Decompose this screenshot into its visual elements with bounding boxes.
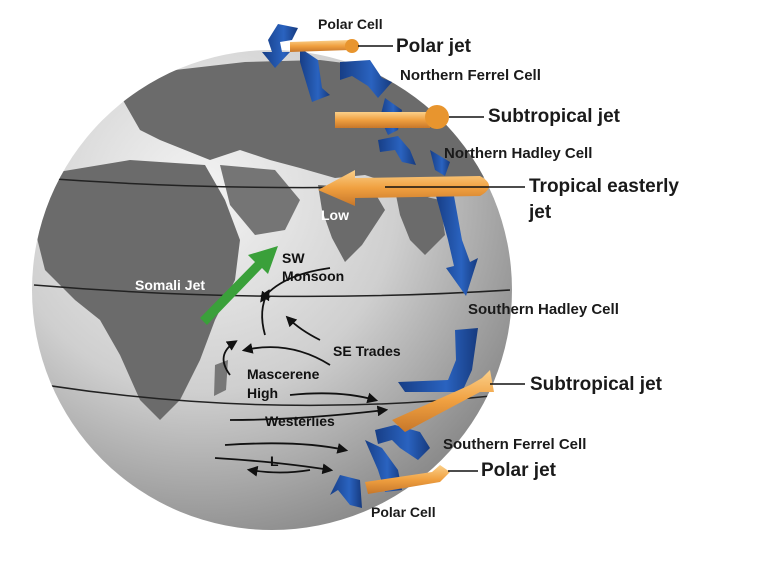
latitude-line-equator — [33, 284, 511, 298]
polar-jet-north-head — [345, 39, 359, 53]
label-low-south: L — [270, 453, 279, 469]
landmass-madagascar — [214, 360, 228, 396]
label-mascarene-high-line1: Mascerene — [247, 366, 320, 382]
label-se-trades: SE Trades — [333, 343, 401, 359]
wind-arrow — [289, 392, 379, 404]
subtropical-jet-south — [392, 370, 494, 432]
wind-arrow — [224, 442, 349, 454]
label-tropical-easterly-jet-line2: jet — [529, 202, 552, 223]
label-westerlies: Westerlies — [265, 413, 335, 429]
label-northern-ferrel-cell: Northern Ferrel Cell — [400, 67, 541, 84]
ferrel-cell-arrow-south-1 — [375, 425, 430, 460]
jet-streams — [290, 39, 525, 494]
polar-jet-north — [290, 40, 350, 52]
tropical-easterly-jet — [318, 170, 489, 206]
hadley-cell-arrow-north-2 — [430, 150, 450, 176]
label-polar-jet-bottom: Polar jet — [481, 460, 556, 481]
landmass-india — [318, 185, 385, 262]
wind-arrow — [241, 343, 331, 366]
ferrel-cell-arrow-north-2 — [340, 60, 392, 98]
continents — [33, 60, 511, 420]
label-sw-monsoon-line1: SW — [282, 250, 305, 266]
subtropical-jet-north-head — [425, 105, 449, 129]
wind-arrow — [214, 457, 334, 475]
label-polar-cell-bottom: Polar Cell — [371, 504, 436, 520]
label-southern-hadley-cell: Southern Hadley Cell — [468, 301, 619, 318]
label-northern-hadley-cell: Northern Hadley Cell — [444, 145, 593, 162]
polar-jet-south — [365, 465, 450, 494]
wind-arrow — [222, 340, 238, 376]
subtropical-jet-north — [335, 112, 430, 128]
wind-arrow — [259, 289, 270, 336]
wind-arrow — [229, 405, 389, 421]
landmass-arabia — [220, 165, 300, 235]
hadley-cell-arrow-north-1 — [378, 136, 416, 165]
label-tropical-easterly-jet-line1: Tropical easterly — [529, 176, 679, 197]
somali-jet-arrow — [200, 246, 278, 325]
landmass-se-asia — [395, 190, 445, 255]
landmass-eurasia — [120, 60, 500, 200]
landmass-africa — [35, 160, 240, 420]
label-polar-jet-top: Polar jet — [396, 36, 471, 57]
surface-wind-arrows — [214, 267, 389, 477]
cell-arrows-north — [262, 24, 478, 296]
label-somali-jet: Somali Jet — [135, 277, 206, 293]
label-polar-cell-top: Polar Cell — [318, 16, 383, 32]
label-subtropical-jet-south: Subtropical jet — [530, 374, 662, 395]
label-low: Low — [321, 207, 349, 223]
hadley-cell-arrow-south — [398, 328, 478, 392]
label-sw-monsoon-line2: Monsoon — [282, 268, 345, 284]
label-mascarene-high-line2: High — [247, 385, 279, 401]
ferrel-cell-arrow-north-1 — [300, 48, 330, 102]
hadley-cell-arrow-north-3 — [436, 196, 478, 296]
wind-arrow — [246, 465, 311, 477]
wind-arrow — [285, 315, 321, 341]
label-subtropical-jet-north: Subtropical jet — [488, 106, 620, 127]
polar-cell-arrow-bottom — [330, 475, 362, 508]
polar-cell-arrow-top — [262, 24, 298, 68]
label-southern-ferrel-cell: Southern Ferrel Cell — [443, 436, 587, 453]
